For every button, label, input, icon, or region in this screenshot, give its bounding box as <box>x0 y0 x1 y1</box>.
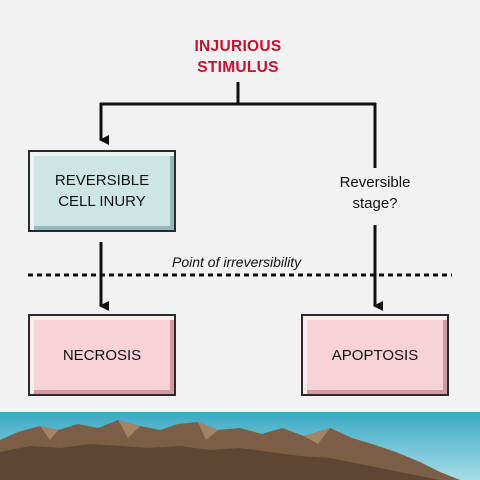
reversible-box-line-1: REVERSIBLE <box>54 172 150 189</box>
title-line-2: STIMULUS <box>197 59 279 76</box>
injurious-stimulus-title: INJURIOUS STIMULUS <box>168 36 308 78</box>
reversible-stage-line-1: Reversible <box>339 174 411 191</box>
reversible-box-line-2: CELL INURY <box>58 193 146 210</box>
title-line-1: INJURIOUS <box>194 38 282 55</box>
point-of-irreversibility-label: Point of irreversibility <box>172 254 302 270</box>
reversible-stage-label: Reversible stage? <box>318 172 432 214</box>
reversible-cell-injury-box: REVERSIBLE CELL INURY <box>28 150 176 232</box>
reversible-stage-line-2: stage? <box>352 195 398 212</box>
apoptosis-box: APOPTOSIS <box>301 314 449 396</box>
apoptosis-label: APOPTOSIS <box>331 346 419 364</box>
landscape-image <box>0 412 480 480</box>
necrosis-label: NECROSIS <box>62 346 142 364</box>
necrosis-box: NECROSIS <box>28 314 176 396</box>
